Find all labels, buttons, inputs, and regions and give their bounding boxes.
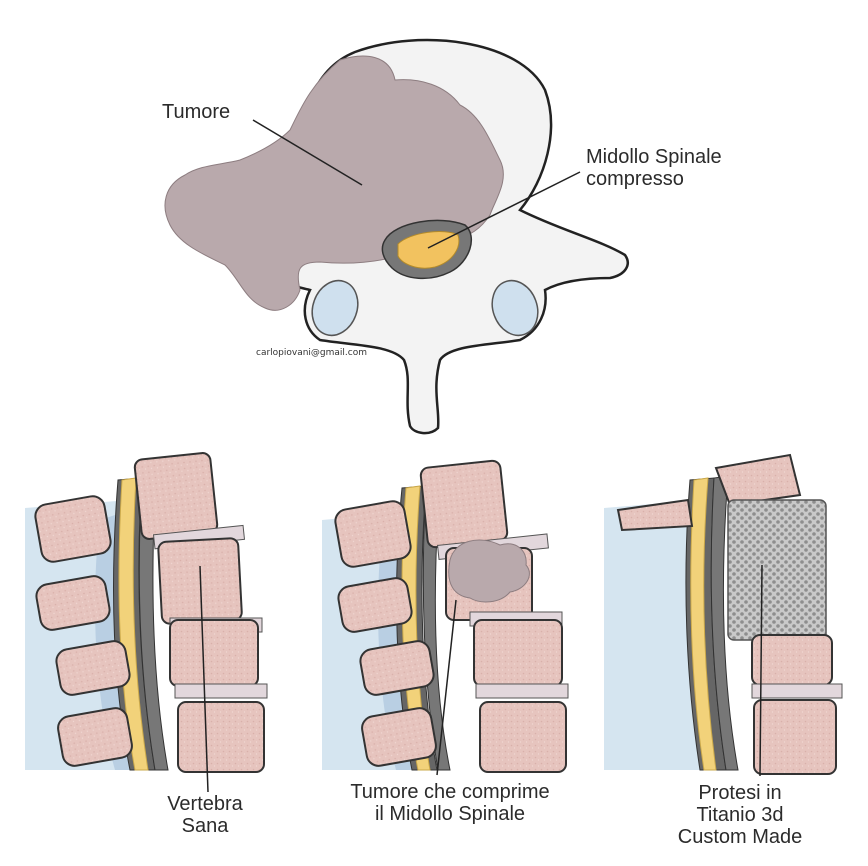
lamina-2 (35, 575, 111, 631)
vertebral-body-1 (133, 452, 219, 540)
disc-3 (174, 683, 268, 699)
vertebral-body-4 (177, 701, 265, 773)
axial-vertebra (164, 38, 629, 435)
label-prosthesis: Protesi in Titanio 3d Custom Made (677, 782, 803, 848)
tumor-in-vertebra (448, 539, 530, 603)
label-healthy-vertebra: Vertebra Sana (167, 793, 243, 837)
credit-email: carlopiovani@gmail.com (256, 348, 368, 358)
upper-vertebra-remnant (714, 453, 802, 507)
tumor-compress-leader-line (436, 599, 457, 776)
titanium-prosthesis (727, 499, 827, 641)
prosthesis-leader-line (759, 564, 763, 777)
vertebral-body-3 (169, 619, 259, 687)
spinal-cord-decompressed (690, 477, 717, 771)
lamina-4 (57, 707, 133, 767)
panel-prosthesis-spine (604, 453, 843, 777)
lamina-3 (55, 640, 131, 696)
lamina-1 (34, 495, 112, 563)
dura-anterior (138, 475, 169, 771)
panel-tumor-spine (322, 459, 569, 776)
right-facet (491, 279, 539, 337)
tumor-leader-line (252, 119, 363, 186)
lamina-remnant (616, 498, 694, 532)
left-facet (311, 279, 359, 337)
label-tumor-compressing: Tumore che comprime il Midollo Spinale (350, 781, 550, 825)
label-spinal-cord: Midollo Spinale compresso (586, 146, 722, 190)
panel-healthy-spine (25, 452, 268, 793)
label-tumor: Tumore (162, 101, 231, 123)
healthy-leader-line (199, 565, 209, 793)
cord-leader-line (427, 171, 581, 249)
spinal-cord-healthy (118, 477, 149, 771)
